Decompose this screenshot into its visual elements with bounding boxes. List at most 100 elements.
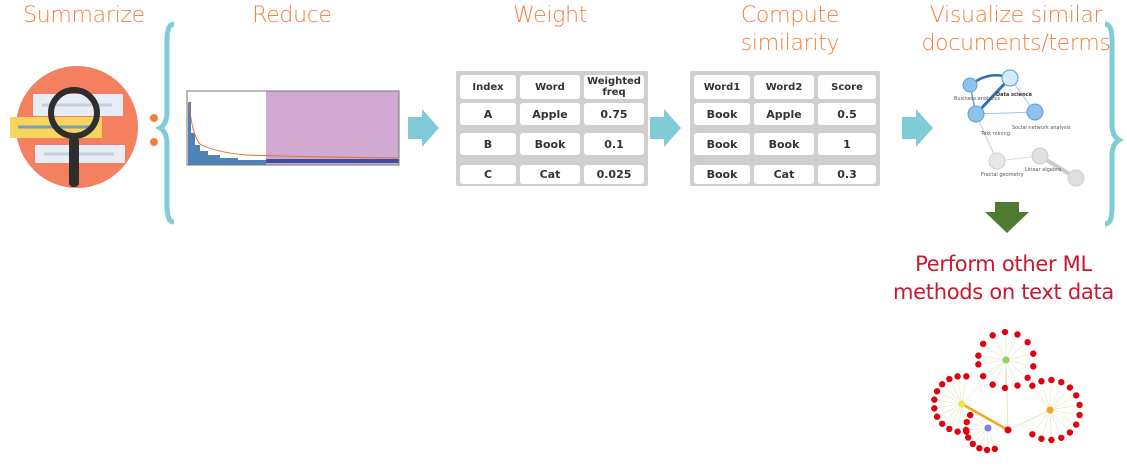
network-edge [941, 383, 963, 405]
graph-label-data-science: Data science [996, 92, 1033, 98]
network-edge [1049, 409, 1071, 433]
weight-table: Index Word Weighted freq A Apple 0.75 B … [456, 71, 648, 186]
network-edge [987, 427, 996, 450]
network-edge [992, 335, 1007, 361]
arrow-down-icon [985, 202, 1029, 233]
network-edge [968, 427, 989, 438]
network-edge [979, 427, 989, 449]
network-leaf-node [1024, 374, 1031, 381]
weight-cell-word: Book [520, 133, 580, 155]
network-leaf-node [1001, 384, 1009, 392]
weight-cell-index: B [460, 133, 516, 155]
network-leaf-node [1058, 379, 1065, 386]
network-leaf-node [1076, 401, 1083, 409]
network-leaf-node [962, 426, 970, 434]
network-leaf-node [1029, 382, 1036, 389]
similarity-header-score: Score [818, 75, 876, 99]
network-edge [966, 427, 989, 431]
graph-label-text-mining: Text mining [980, 131, 1010, 137]
stage-title-visualize: Visualize similar documents/terms [905, 2, 1127, 58]
graph-label-fractal-geometry: Fractal geometry [981, 172, 1024, 178]
similarity-header-word2: Word2 [754, 75, 814, 99]
network-hub-node [984, 424, 992, 432]
similarity-cell-score: 1 [818, 133, 876, 155]
left-bracket [154, 21, 175, 225]
graph-node [1067, 169, 1085, 187]
network-leaf-node [946, 375, 953, 383]
network-leaf-node [967, 411, 974, 419]
network-leaf-node [1073, 421, 1080, 428]
weight-header-word: Word [520, 75, 580, 99]
network-leaf-node [939, 420, 946, 427]
reduce-chart [186, 90, 400, 166]
network-edge [957, 376, 963, 405]
network-leaf-node [963, 418, 970, 426]
similarity-table: Word1 Word2 Score Book Apple 0.5 Book Bo… [690, 71, 880, 186]
network-edge [1005, 334, 1018, 361]
network-leaf-node [1030, 363, 1037, 370]
network-leaf-node [1024, 339, 1031, 346]
stage-title-weight: Weight [512, 3, 588, 28]
network-leaf-node [1076, 411, 1083, 419]
similarity-cell-score: 0.3 [818, 165, 876, 184]
network-edge [936, 390, 963, 405]
network-leaf-node [933, 413, 941, 420]
network-edge [1049, 404, 1080, 411]
network-leaf-node [975, 361, 982, 368]
network-edge [1004, 332, 1007, 361]
graph-node [1031, 147, 1049, 165]
network-edge [934, 399, 963, 405]
stage-title-perform-ml: Perform other ML methods on text data [880, 250, 1127, 306]
network-leaf-node [954, 428, 961, 435]
network-edge [961, 402, 1009, 432]
network-leaf-node [1073, 392, 1080, 399]
weight-cell-index: C [460, 165, 516, 184]
stage-title-visualize-line2: documents/terms [921, 31, 1111, 56]
weight-header-index: Index [460, 75, 516, 99]
network-leaf-node [1038, 435, 1045, 442]
network-leaf-node [939, 381, 946, 388]
network-edge [1049, 409, 1080, 416]
network-edge [1005, 359, 1028, 379]
network-edge [1004, 359, 1007, 388]
similarity-graph: Business analytics Data science Text min… [954, 69, 1085, 187]
network-leaf-node [933, 388, 941, 395]
similarity-cell-word2: Apple [754, 103, 814, 125]
stage-title-visualize-line1: Visualize similar [929, 3, 1103, 28]
graph-node [967, 105, 985, 123]
network-leaf-node [1029, 431, 1036, 438]
network-edge [936, 403, 963, 418]
network-leaf-node [969, 440, 976, 448]
network-edge [1032, 409, 1051, 435]
network-leaf-node [1014, 331, 1021, 338]
network-leaf-node [1001, 328, 1009, 336]
network-graph [931, 328, 1083, 454]
weight-cell-freq: 0.75 [584, 103, 644, 125]
network-edge [1032, 385, 1051, 411]
network-edge [957, 403, 963, 432]
stage-title-perform-line1: Perform other ML [915, 252, 1092, 276]
right-bracket [1104, 21, 1125, 227]
network-edge [1005, 359, 1034, 367]
network-edge [986, 427, 989, 450]
network-leaf-node [976, 445, 983, 452]
network-leaf-node [931, 396, 938, 403]
graph-node [988, 152, 1006, 170]
network-leaf-node [989, 381, 996, 388]
network-edge [982, 359, 1007, 377]
graph-node [1001, 69, 1019, 87]
weight-cell-word: Apple [520, 103, 580, 125]
similarity-cell-word1: Book [694, 165, 750, 184]
stage-title-summarize: Summarize [23, 3, 145, 28]
arrow-right-icon [408, 109, 439, 147]
network-leaf-node [1038, 378, 1045, 385]
network-edge [941, 403, 963, 425]
network-leaf-node [991, 445, 998, 453]
similarity-header-word1: Word1 [694, 75, 750, 99]
network-edge [978, 355, 1007, 361]
network-edge [969, 414, 989, 429]
stage-title-compute-similarity: Compute similarity [700, 2, 880, 58]
network-leaf-node [963, 373, 970, 380]
network-leaf-node [931, 405, 938, 412]
network-hub-node [1002, 356, 1010, 364]
